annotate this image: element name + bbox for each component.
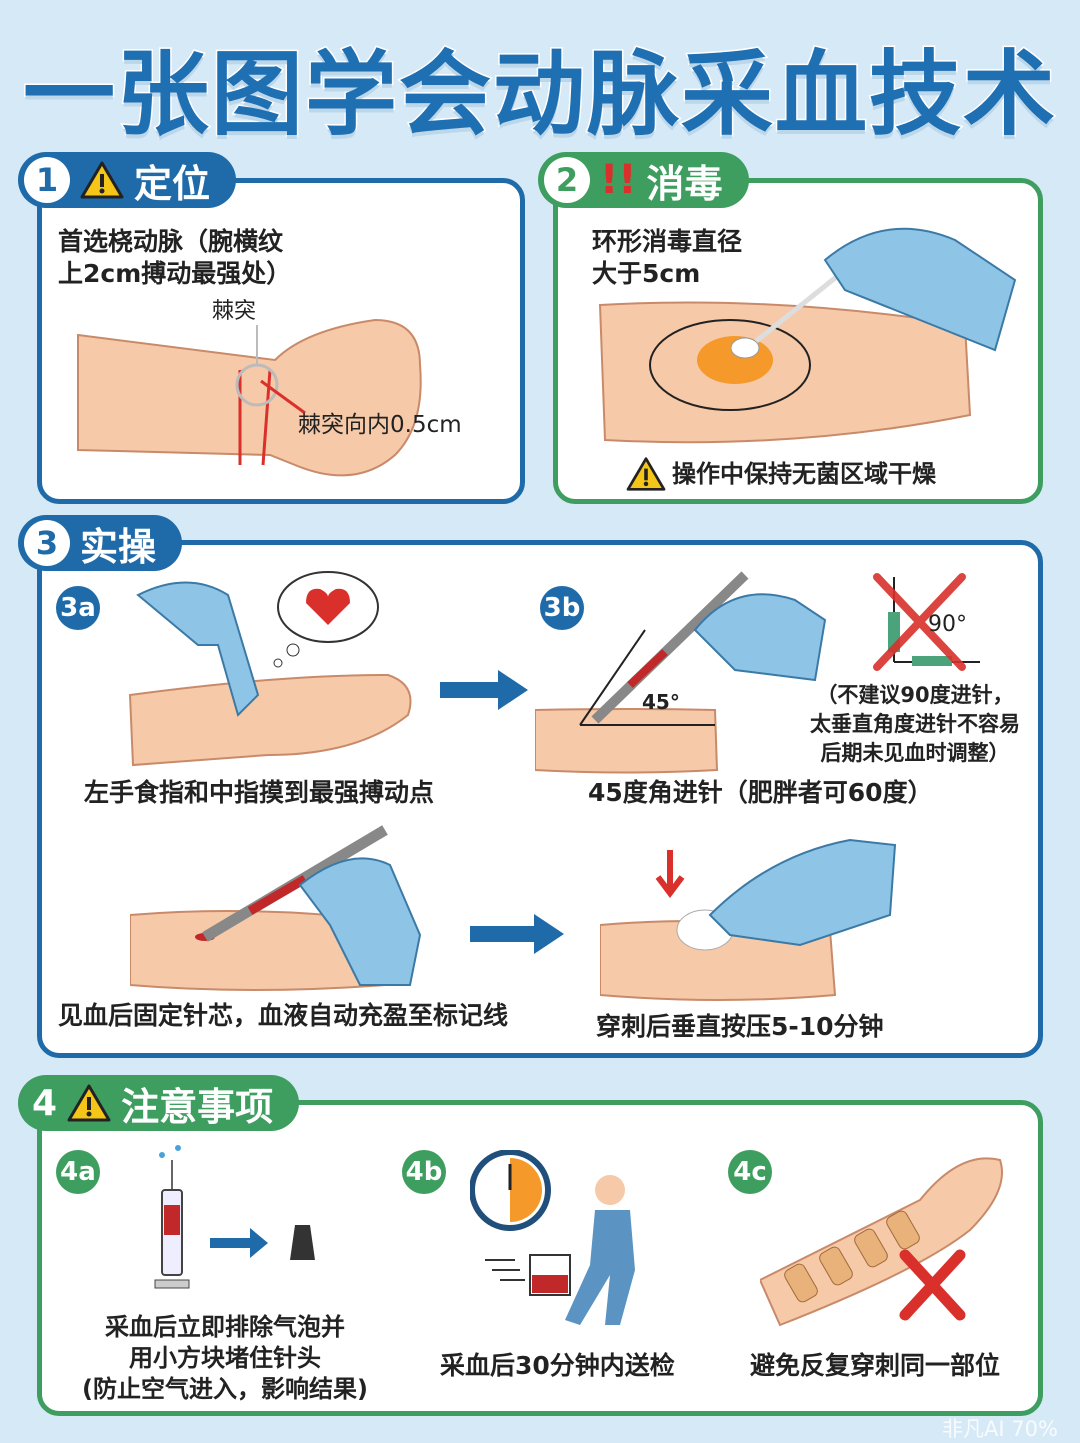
section-number: 3 bbox=[24, 520, 70, 566]
disinfect-illustration bbox=[598, 227, 1017, 444]
note-line: （不建议90度进针， bbox=[816, 683, 1014, 707]
section-disinfect-header: 2 !! 消毒 bbox=[538, 152, 749, 208]
warning-icon bbox=[626, 457, 666, 491]
sterile-warning: 操作中保持无菌区域干燥 bbox=[672, 460, 936, 488]
section-title: 定位 bbox=[134, 161, 211, 206]
angle-note: （不建议90度进针， 太垂直角度进针不容易 后期未见血时调整） bbox=[790, 681, 1040, 768]
wrist-illustration bbox=[77, 318, 422, 477]
wrong-90-degree-icon bbox=[873, 573, 980, 671]
step-badge: 3a bbox=[56, 586, 100, 630]
step-c-caption: 见血后固定针芯，血液自动充盈至标记线 bbox=[58, 1001, 509, 1030]
section-notes-header: 4 注意事项 bbox=[18, 1075, 300, 1131]
press-illustration bbox=[600, 838, 897, 1001]
note-line: 采血后立即排除气泡并 bbox=[105, 1313, 345, 1341]
note-line: 后期未见血时调整） bbox=[820, 741, 1010, 765]
note-line: 用小方块堵住针头 bbox=[129, 1344, 321, 1372]
double-exclamation-icon: !! bbox=[600, 157, 637, 203]
arrow-right-icon bbox=[440, 670, 528, 710]
label-offset: 棘突向内0.5cm bbox=[298, 412, 462, 438]
clock-courier-illustration bbox=[470, 1150, 635, 1325]
section-number: 1 bbox=[24, 157, 70, 203]
note-c-caption: 避免反复穿刺同一部位 bbox=[750, 1351, 1001, 1380]
section-number: 4 bbox=[32, 1082, 58, 1124]
section-number: 2 bbox=[544, 157, 590, 203]
warning-icon bbox=[67, 1084, 111, 1122]
note-badge: 4b bbox=[402, 1150, 446, 1194]
blood-fill-illustration bbox=[130, 825, 422, 991]
section-locate-header: 1 定位 bbox=[18, 152, 237, 208]
section-title: 注意事项 bbox=[121, 1084, 274, 1129]
note-badge: 4c bbox=[728, 1150, 772, 1194]
warning-icon bbox=[80, 161, 124, 199]
text-line: 大于5cm bbox=[592, 259, 701, 288]
page-title: 一张图学会动脉采血技术 bbox=[21, 40, 1057, 150]
step-b-caption: 45度角进针（肥胖者可60度） bbox=[588, 778, 933, 807]
text-line: 首选桡动脉（腕横纹 bbox=[58, 227, 284, 256]
note-line: (防止空气进入，影响结果) bbox=[82, 1375, 368, 1403]
needle-angle-illustration bbox=[535, 571, 827, 774]
section-operate-header: 3 实操 bbox=[18, 515, 183, 571]
note-badge: 4a bbox=[56, 1150, 100, 1194]
note-a-text: 采血后立即排除气泡并 用小方块堵住针头 (防止空气进入，影响结果) bbox=[60, 1312, 390, 1405]
note-line: 太垂直角度进针不容易 bbox=[810, 712, 1020, 736]
note-b-caption: 采血后30分钟内送检 bbox=[440, 1351, 675, 1380]
text-line: 上2cm搏动最强处） bbox=[58, 259, 292, 288]
label-process: 棘突 bbox=[212, 299, 257, 324]
angle-label: 45° bbox=[642, 690, 680, 714]
syringe-cap-illustration bbox=[154, 1145, 315, 1289]
text-line: 环形消毒直径 bbox=[592, 227, 743, 256]
section1-text: 首选桡动脉（腕横纹 上2cm搏动最强处） bbox=[58, 226, 291, 290]
bad-angle-label: 90° bbox=[928, 612, 967, 637]
step-d-caption: 穿刺后垂直按压5-10分钟 bbox=[596, 1012, 884, 1041]
step-a-caption: 左手食指和中指摸到最强搏动点 bbox=[84, 778, 435, 807]
section2-text: 环形消毒直径 大于5cm bbox=[592, 226, 742, 290]
pulse-palpation-illustration bbox=[128, 571, 412, 767]
section-title: 消毒 bbox=[646, 161, 723, 206]
step-badge: 3b bbox=[540, 586, 584, 630]
section-title: 实操 bbox=[80, 524, 157, 569]
repeated-puncture-illustration bbox=[760, 1157, 1003, 1327]
arrow-right-icon bbox=[470, 914, 564, 954]
watermark: 非凡AI 70% bbox=[942, 1417, 1058, 1441]
